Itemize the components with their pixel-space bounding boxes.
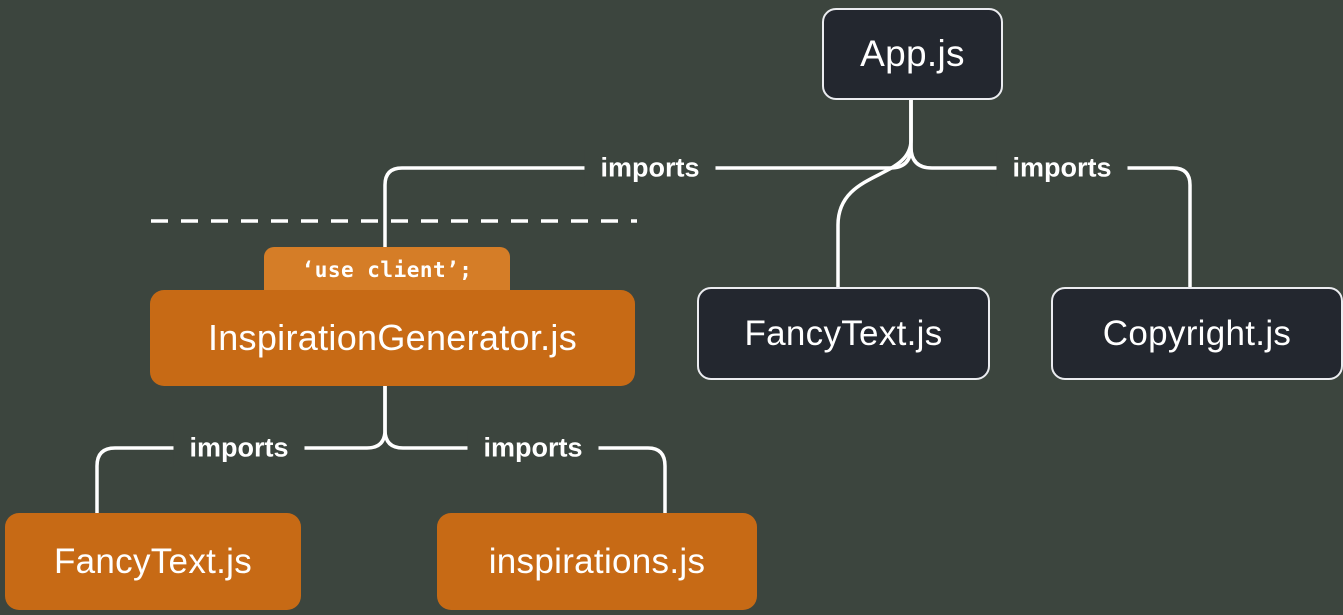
edge-app-to-fancytext-line (836, 98, 913, 290)
node-app-js-label: App.js (860, 33, 965, 74)
node-copyright-js-label: Copyright.js (1102, 313, 1292, 353)
node-fancytext-js-server-label: FancyText.js (744, 313, 943, 353)
node-inspirations-js: inspirations.js (437, 513, 757, 610)
use-client-directive-badge: ‘use client’; (264, 247, 510, 292)
node-inspirations-js-label: inspirations.js (488, 541, 706, 581)
edge-label-inspirationgenerator-imports-inspirations: imports (467, 429, 599, 467)
node-fancytext-js-client: FancyText.js (5, 513, 301, 610)
node-copyright-js: Copyright.js (1051, 287, 1343, 380)
node-app-js: App.js (822, 8, 1003, 100)
edge-app-to-copyright-line (909, 98, 1192, 290)
edge-label-app-imports-copyright: imports (996, 149, 1128, 187)
node-fancytext-js-server: FancyText.js (697, 287, 990, 380)
edge-label-inspirationgenerator-imports-fancytext: imports (173, 429, 305, 467)
node-fancytext-js-client-label: FancyText.js (53, 541, 253, 581)
node-inspirationgenerator-js-label: InspirationGenerator.js (207, 317, 578, 358)
edge-label-app-imports-inspirationgenerator: imports (584, 149, 716, 187)
node-inspirationgenerator-js: InspirationGenerator.js (150, 290, 635, 386)
